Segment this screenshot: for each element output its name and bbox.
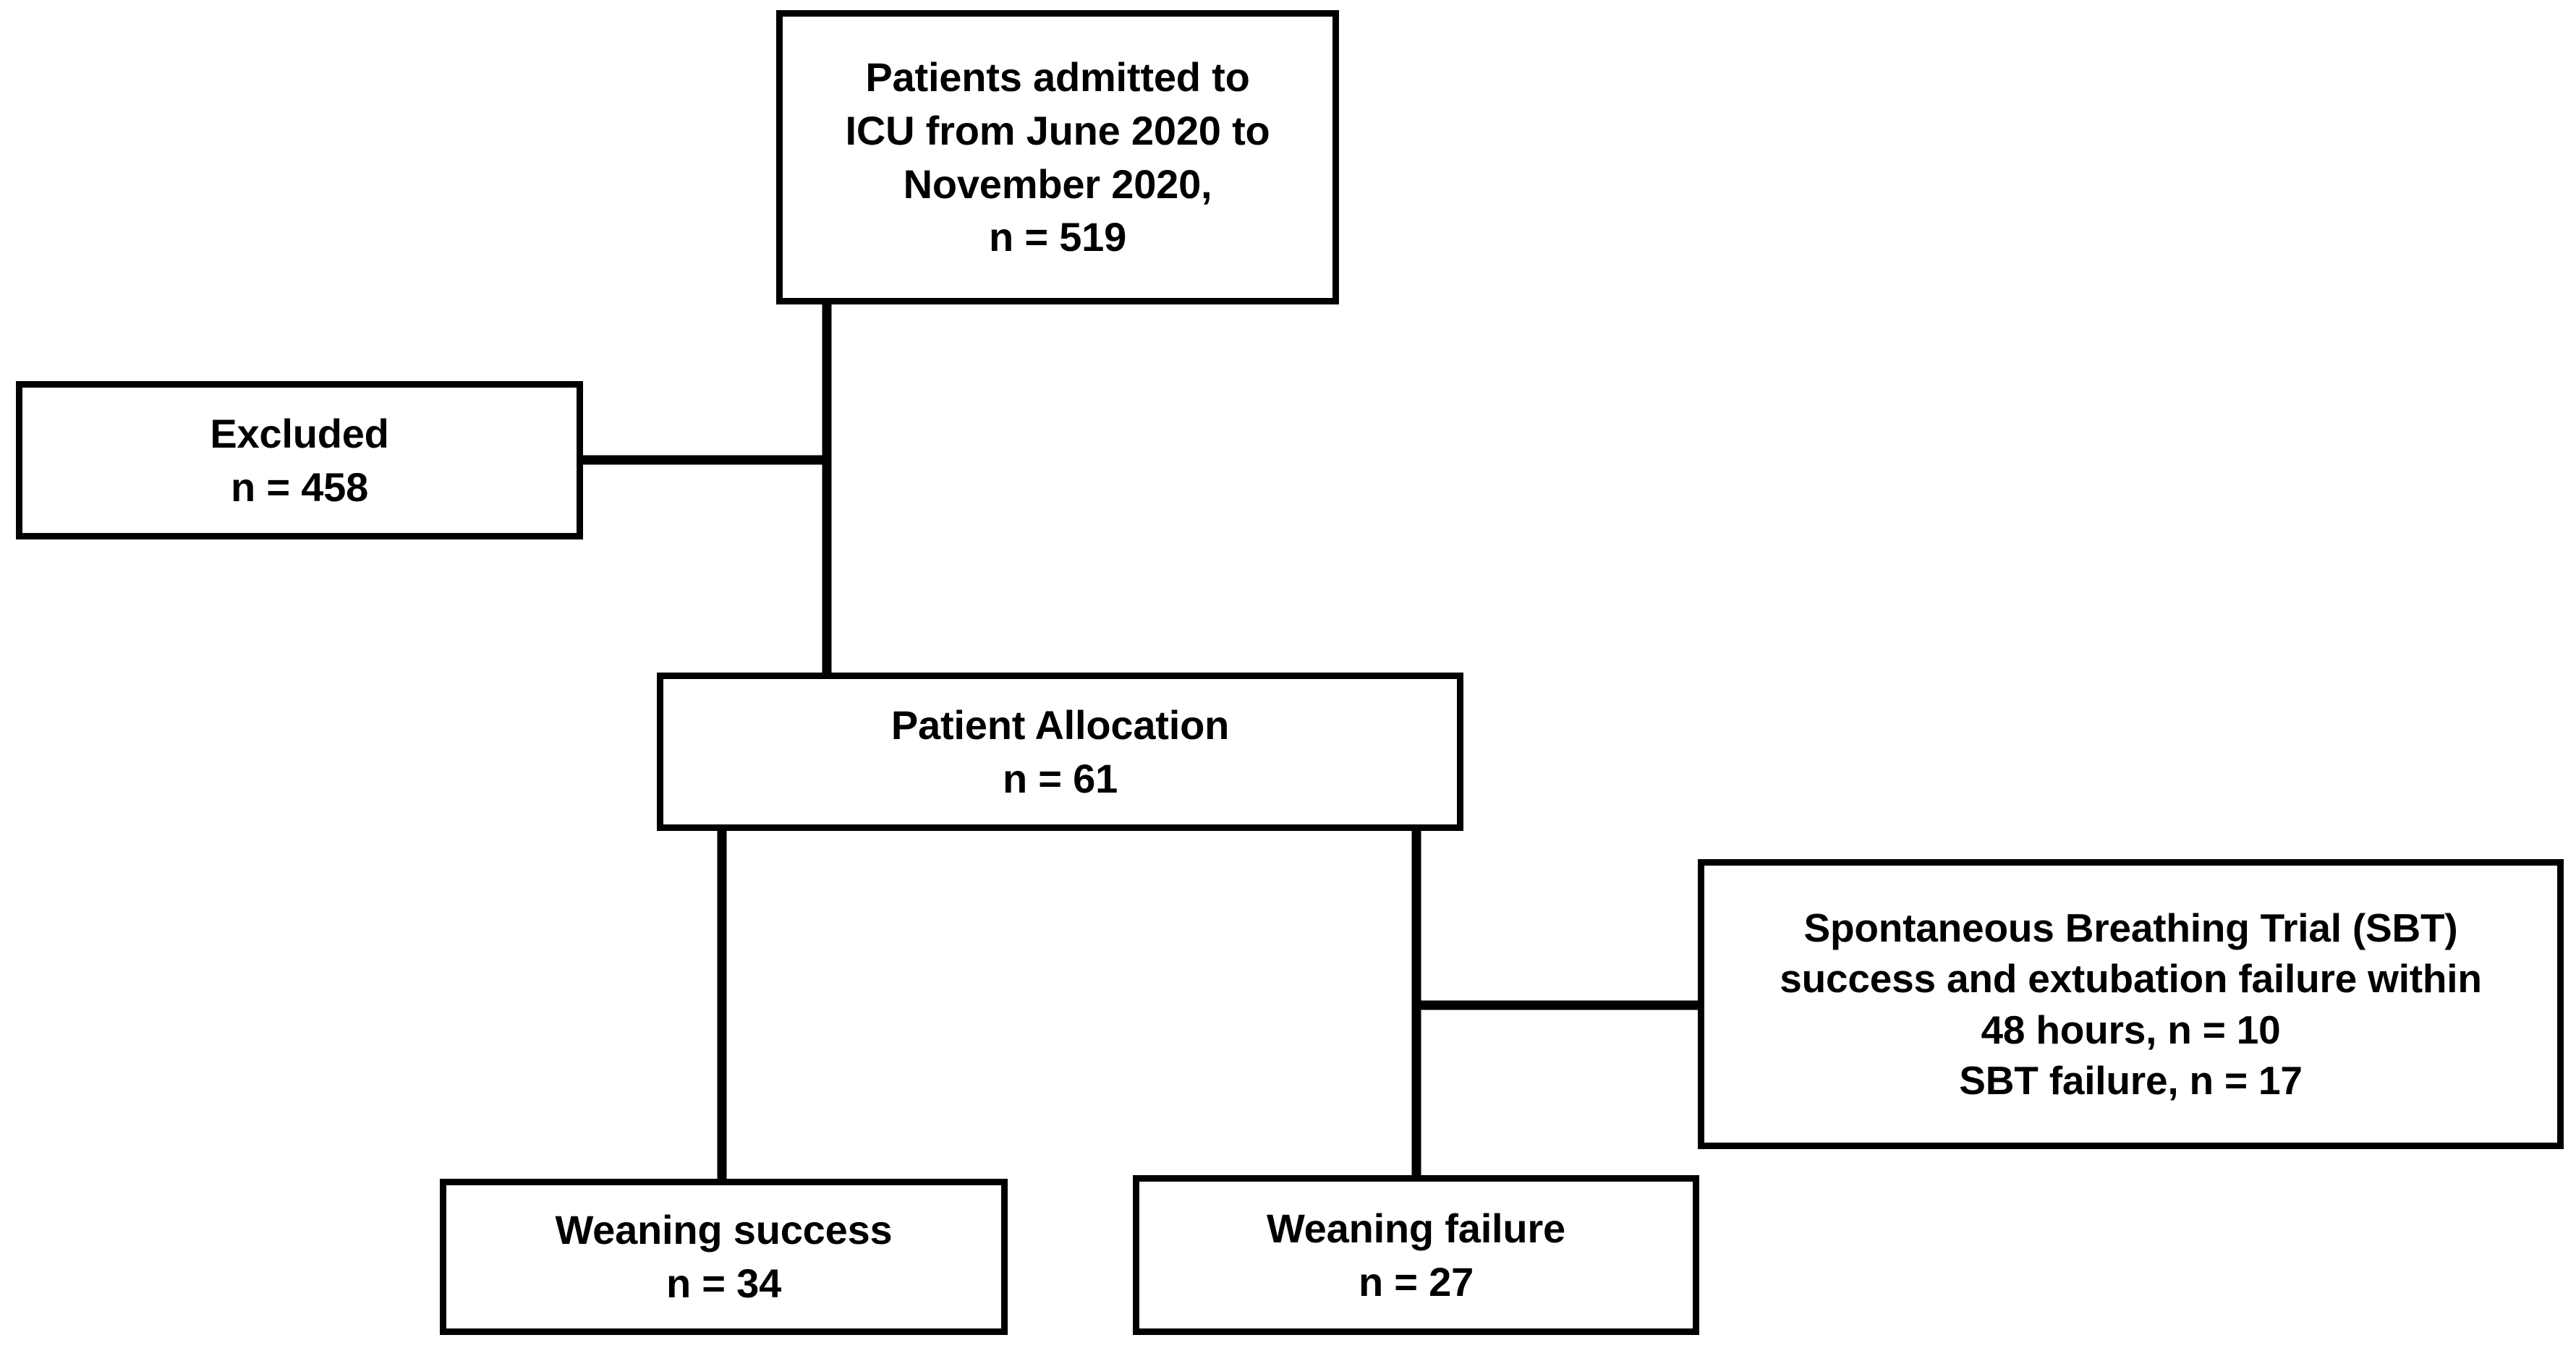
node-line: Excluded [210,410,389,456]
node-count: n = 34 [666,1260,782,1306]
node-line: Weaning success [555,1207,893,1253]
node-line: Weaning failure [1267,1205,1565,1251]
node-count: n = 27 [1358,1258,1474,1305]
node-patients-admitted: Patients admitted to ICU from June 2020 … [776,10,1339,304]
node-line: Patient Allocation [890,701,1230,748]
node-line: SBT failure, n = 17 [1959,1057,2303,1103]
node-count: n = 519 [988,214,1127,260]
node-weaning-success: Weaning success n = 34 [440,1179,1008,1335]
node-count: n = 61 [1002,755,1118,801]
node-line: Patients admitted to [865,54,1250,100]
node-line: success and extubation failure within [1780,956,2482,1002]
node-patient-allocation: Patient Allocation n = 61 [657,673,1463,831]
node-excluded: Excluded n = 458 [16,381,583,539]
node-line: 48 hours, n = 10 [1981,1007,2281,1052]
node-line: November 2020, [903,161,1212,207]
node-line: ICU from June 2020 to [845,107,1270,153]
node-weaning-failure: Weaning failure n = 27 [1133,1175,1699,1335]
node-sbt-outcomes: Spontaneous Breathing Trial (SBT) succes… [1698,859,2564,1149]
node-line: Spontaneous Breathing Trial (SBT) [1803,905,2458,950]
node-count: n = 458 [230,464,369,510]
